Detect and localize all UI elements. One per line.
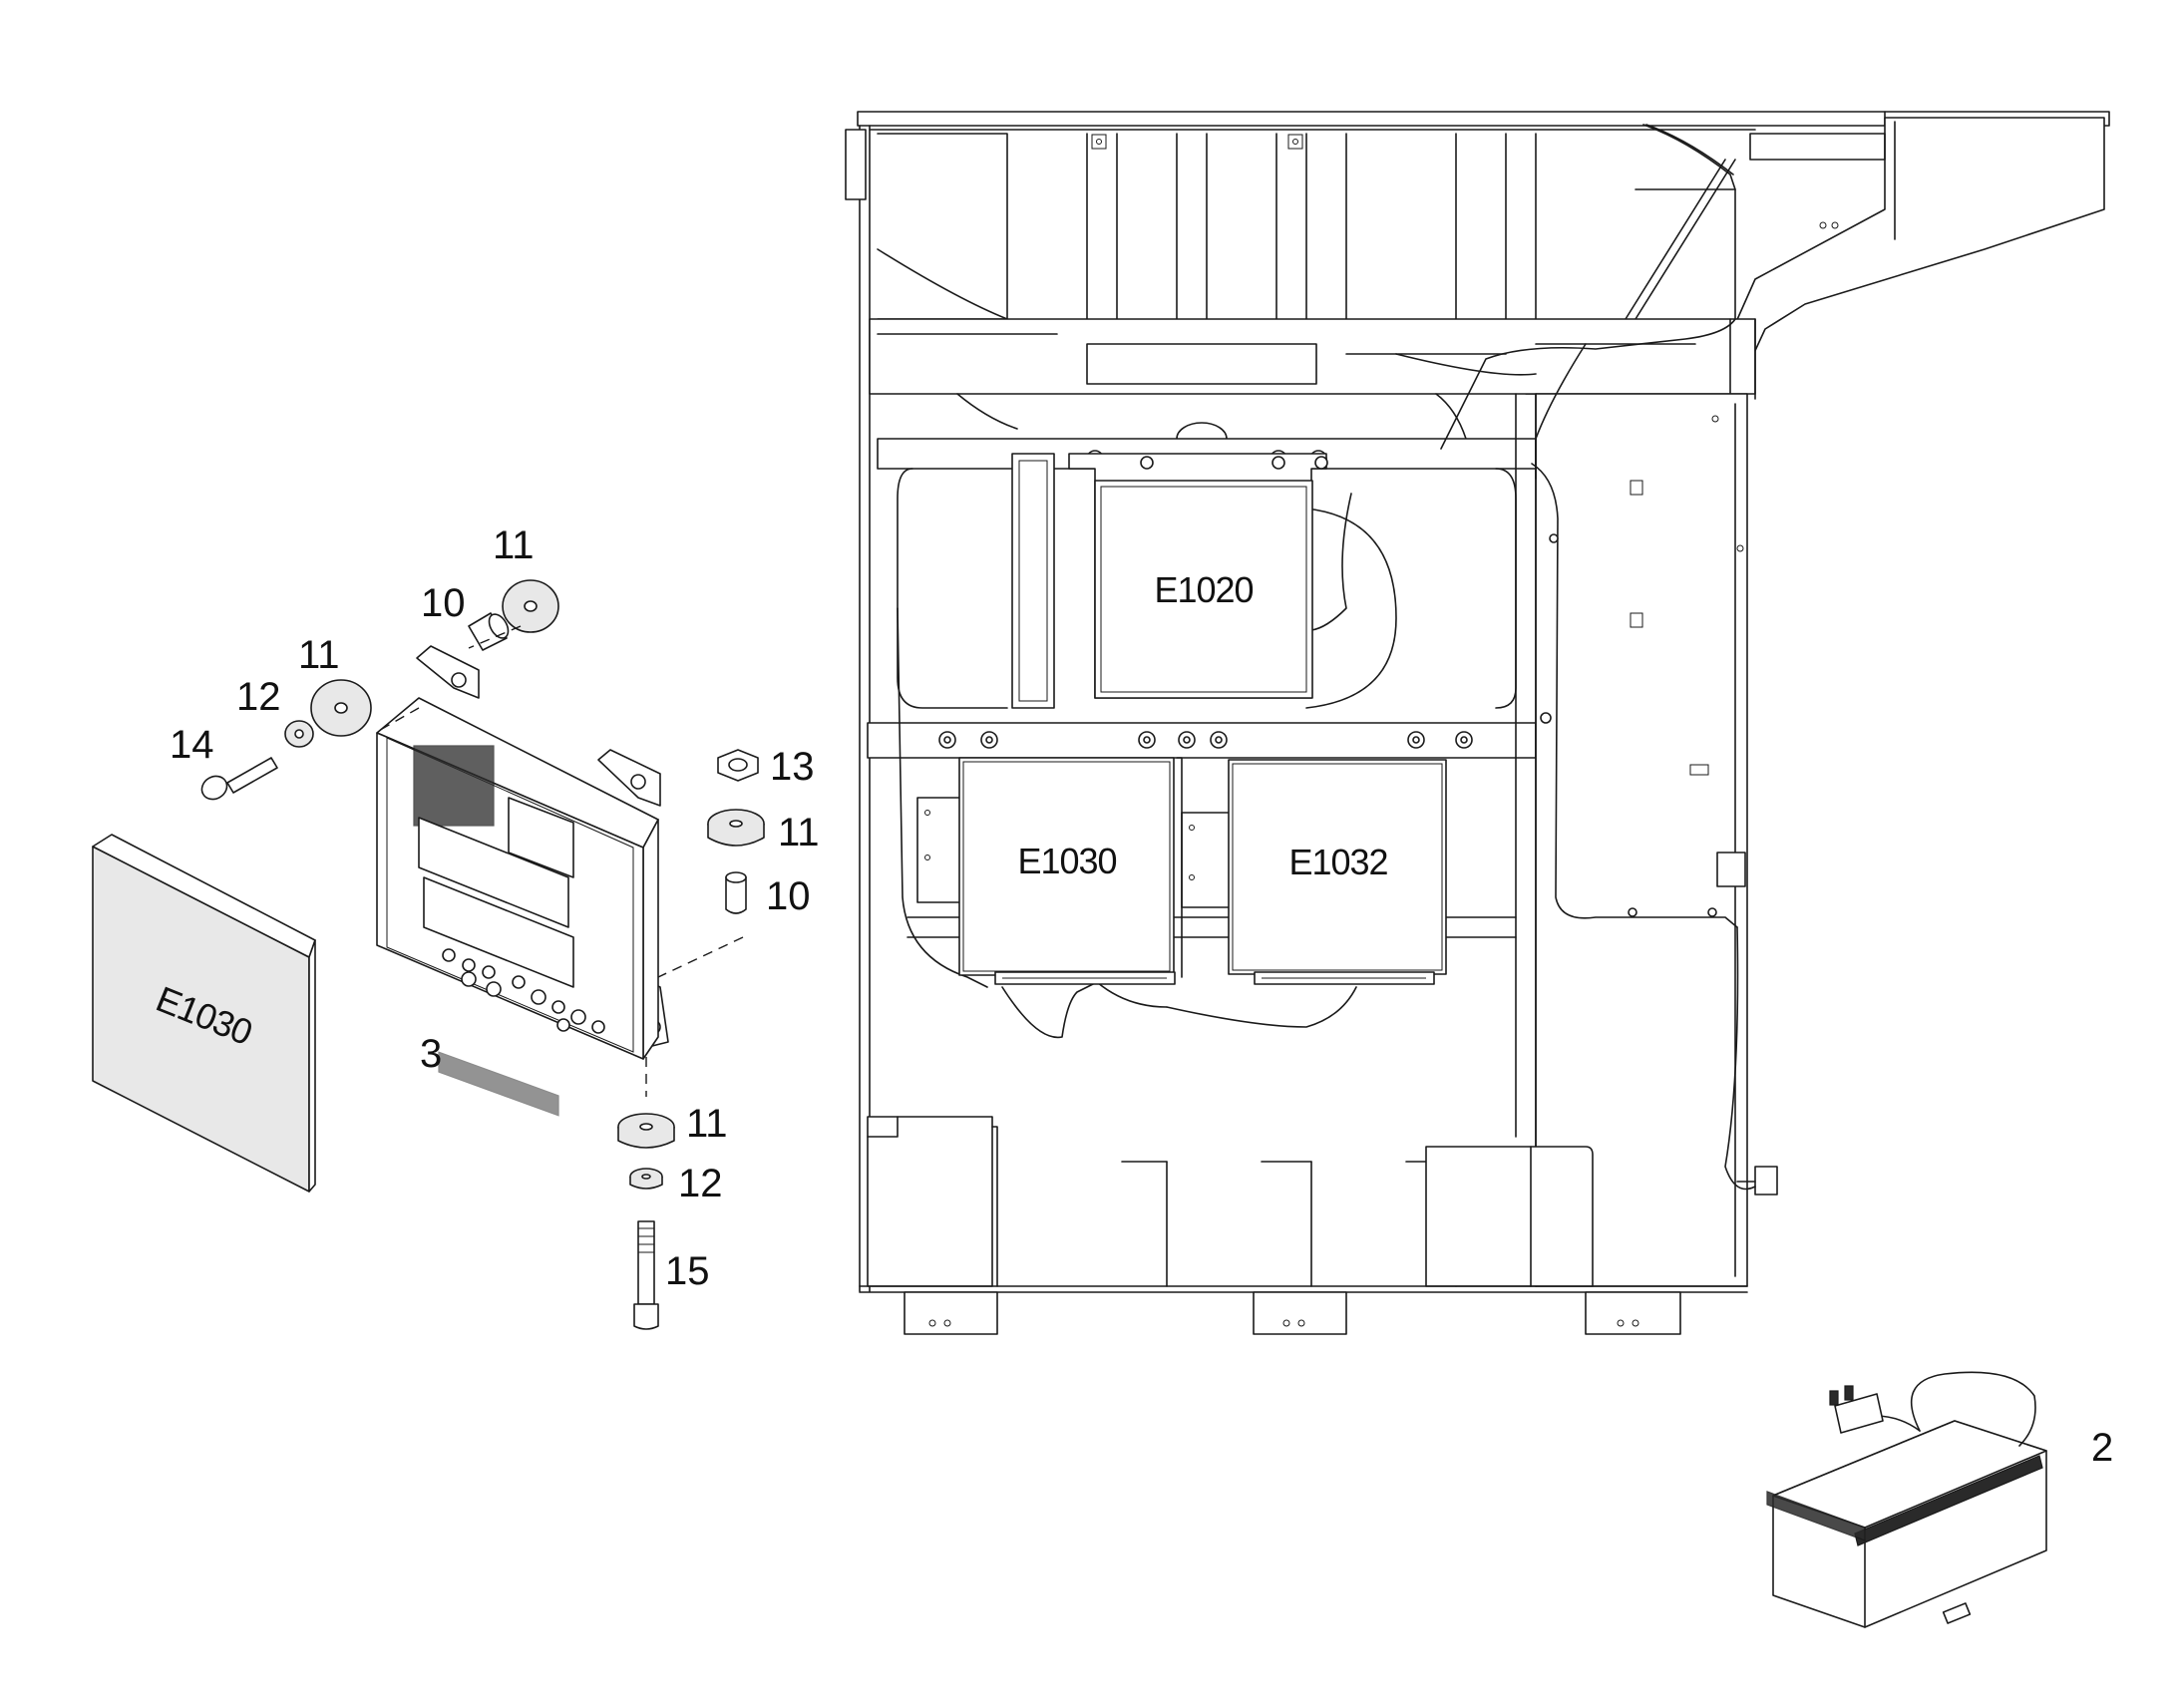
callout-3: 3 [420,1032,442,1076]
callout-12b: 12 [678,1162,723,1205]
callout-15: 15 [665,1249,710,1293]
e1030-enclosure [376,645,669,1117]
module-e1030-installed: E1030 [958,757,1183,985]
e1030-cover-panel: E1030 [92,834,316,1193]
cabinet-frame [845,111,2110,1335]
callout-13: 13 [770,745,815,789]
callout-10a: 10 [421,581,466,625]
module-e1030-label: E1030 [1017,841,1116,881]
callout-11a: 11 [493,523,535,567]
fasteners [200,579,765,1330]
callout-10b: 10 [766,874,811,918]
module-e1020-label: E1020 [1154,569,1253,610]
callout-11d: 11 [686,1102,728,1146]
callout-2: 2 [2091,1426,2113,1470]
callout-11c: 11 [778,811,820,854]
module-e1032: E1032 [1228,759,1447,985]
callout-numbers: 2 3 10 10 11 11 11 11 12 12 13 14 15 [170,523,2113,1470]
module-e1020: E1020 [1068,453,1328,699]
battery [1766,1371,2047,1628]
callout-14: 14 [170,723,214,767]
module-e1032-label: E1032 [1288,842,1387,882]
callout-12a: 12 [236,675,281,719]
callout-11b: 11 [298,633,340,677]
